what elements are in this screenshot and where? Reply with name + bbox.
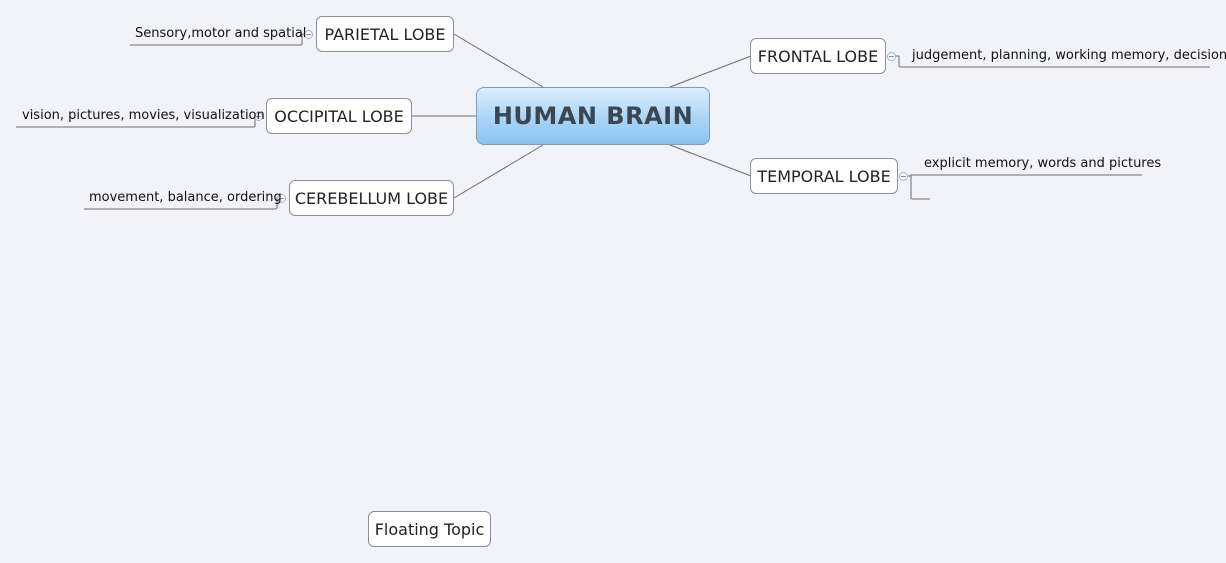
underline-parietal-sub bbox=[130, 33, 308, 46]
topic-occipital-lobe[interactable]: OCCIPITAL LOBE bbox=[266, 98, 412, 134]
underline-occipital-sub bbox=[16, 115, 258, 128]
collapse-toggle-cerebellum[interactable] bbox=[277, 194, 286, 203]
collapse-toggle-frontal[interactable] bbox=[887, 52, 896, 61]
subtopic-occipital[interactable]: vision, pictures, movies, visualization bbox=[22, 108, 265, 123]
underline-temporal-sub-2 bbox=[910, 176, 930, 200]
floating-topic[interactable]: Floating Topic bbox=[368, 511, 491, 547]
subtopic-parietal[interactable]: Sensory,motor and spatial bbox=[135, 26, 307, 41]
underline-temporal-sub bbox=[905, 174, 1142, 177]
topic-frontal-lobe[interactable]: FRONTAL LOBE bbox=[750, 38, 886, 74]
connector-parietal bbox=[453, 33, 544, 88]
topic-parietal-lobe[interactable]: PARIETAL LOBE bbox=[316, 16, 454, 52]
connector-cerebellum bbox=[453, 144, 544, 199]
topic-cerebellum-lobe[interactable]: CEREBELLUM LOBE bbox=[289, 180, 454, 216]
collapse-toggle-parietal[interactable] bbox=[304, 30, 313, 39]
subtopic-temporal[interactable]: explicit memory, words and pictures bbox=[924, 156, 1162, 171]
collapse-toggle-temporal[interactable] bbox=[899, 172, 908, 181]
subtopic-temporal-empty[interactable] bbox=[914, 180, 930, 198]
underline-frontal-sub bbox=[893, 55, 1210, 68]
central-topic[interactable]: HUMAN BRAIN bbox=[476, 87, 710, 145]
subtopic-frontal[interactable]: judgement, planning, working memory, dec… bbox=[912, 48, 1226, 63]
subtopic-cerebellum[interactable]: movement, balance, ordering bbox=[89, 190, 282, 205]
topic-temporal-lobe[interactable]: TEMPORAL LOBE bbox=[750, 158, 898, 194]
connector-frontal bbox=[669, 55, 752, 88]
underline-cerebellum-sub bbox=[84, 197, 280, 210]
collapse-toggle-occipital[interactable] bbox=[254, 112, 263, 121]
connector-temporal bbox=[669, 144, 752, 177]
